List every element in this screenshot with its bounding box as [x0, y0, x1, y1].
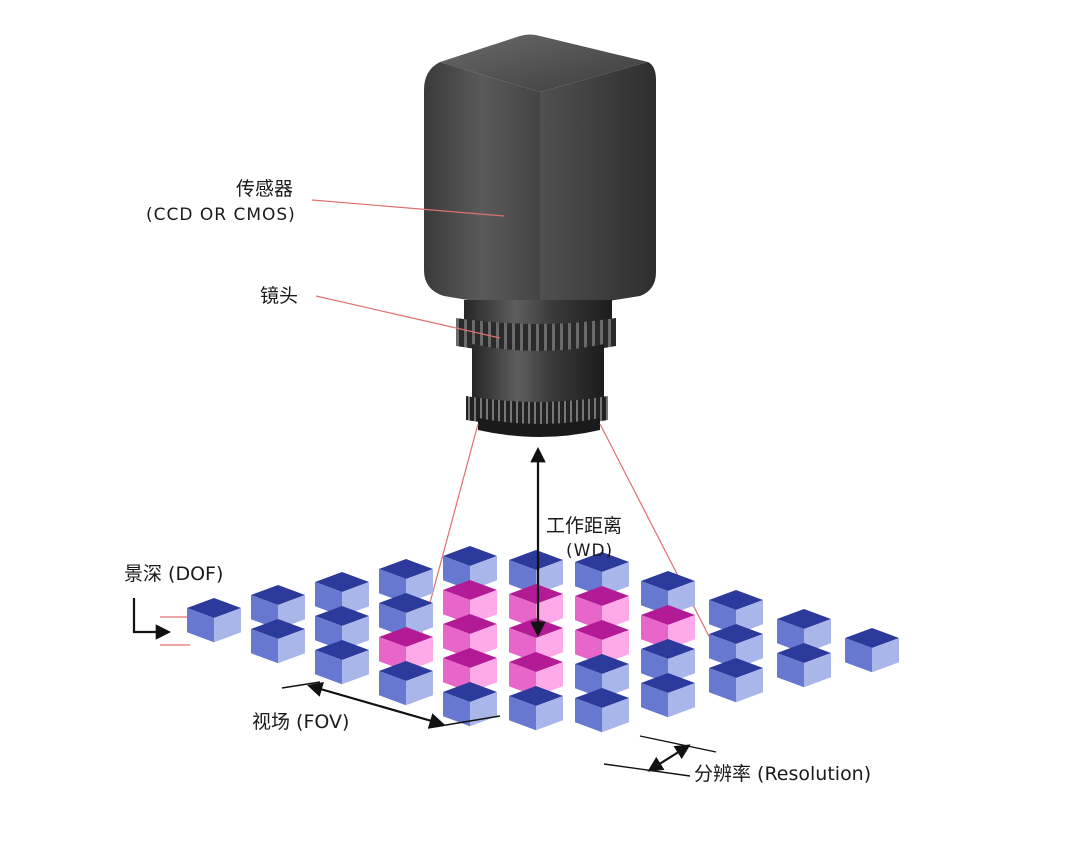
cube: [845, 628, 899, 673]
cube-highlighted: [509, 652, 563, 697]
resolution-ref-line-left: [603, 763, 691, 777]
cube: [509, 686, 563, 731]
cube: [575, 552, 629, 597]
cube: [575, 688, 629, 733]
resolution-label: 分辨率 (Resolution): [694, 763, 871, 785]
camera-body-top: [440, 34, 648, 92]
cube: [641, 673, 695, 718]
cube-highlighted: [575, 586, 629, 631]
arrows: [132, 446, 691, 772]
cube: [709, 658, 763, 703]
sensor-type-label: (CCD OR CMOS): [146, 205, 296, 225]
cube: [575, 654, 629, 699]
cube-highlighted: [443, 648, 497, 693]
cube: [379, 593, 433, 638]
cube: [315, 640, 369, 685]
cube: [443, 682, 497, 727]
depth-of-field-label: 景深 (DOF): [124, 563, 223, 585]
sensor-label: 传感器: [236, 178, 293, 200]
cube: [315, 606, 369, 651]
camera: [424, 34, 656, 437]
cube-highlighted: [575, 620, 629, 665]
cube: [777, 643, 831, 688]
lens-collar: [464, 300, 612, 329]
cube-highlighted: [641, 605, 695, 650]
cube: [251, 585, 305, 630]
cube-highlighted: [443, 580, 497, 625]
cube: [709, 624, 763, 669]
sensor-pointer: [311, 199, 505, 217]
cube-highlighted: [379, 627, 433, 672]
cube: [251, 619, 305, 664]
cube: [443, 546, 497, 591]
camera-body-front: [424, 62, 540, 312]
cube: [641, 571, 695, 616]
cube: [641, 639, 695, 684]
cube: [315, 572, 369, 617]
lens-focus-ring: [456, 318, 616, 353]
cube: [709, 590, 763, 635]
cube: [187, 598, 241, 643]
field-of-view-arrow: [307, 682, 445, 728]
cube: [379, 661, 433, 706]
cube-grid: [187, 546, 899, 733]
cube: [777, 609, 831, 654]
working-distance-abbr-label: (WD): [566, 541, 613, 561]
cube-highlighted: [443, 614, 497, 659]
field-of-view-label: 视场 (FOV): [252, 711, 349, 733]
lens-iris-ring: [466, 396, 608, 426]
lens-pointer: [315, 295, 501, 339]
lens-label: 镜头: [260, 285, 298, 307]
lens-front: [478, 418, 600, 437]
resolution-arrow: [647, 744, 691, 772]
depth-of-field-arrow: [132, 598, 172, 640]
resolution-ref-line-right: [639, 735, 717, 753]
working-distance-label: 工作距离: [546, 515, 622, 537]
camera-body-side: [540, 62, 656, 312]
lens-barrel: [472, 344, 604, 404]
cube: [379, 559, 433, 604]
